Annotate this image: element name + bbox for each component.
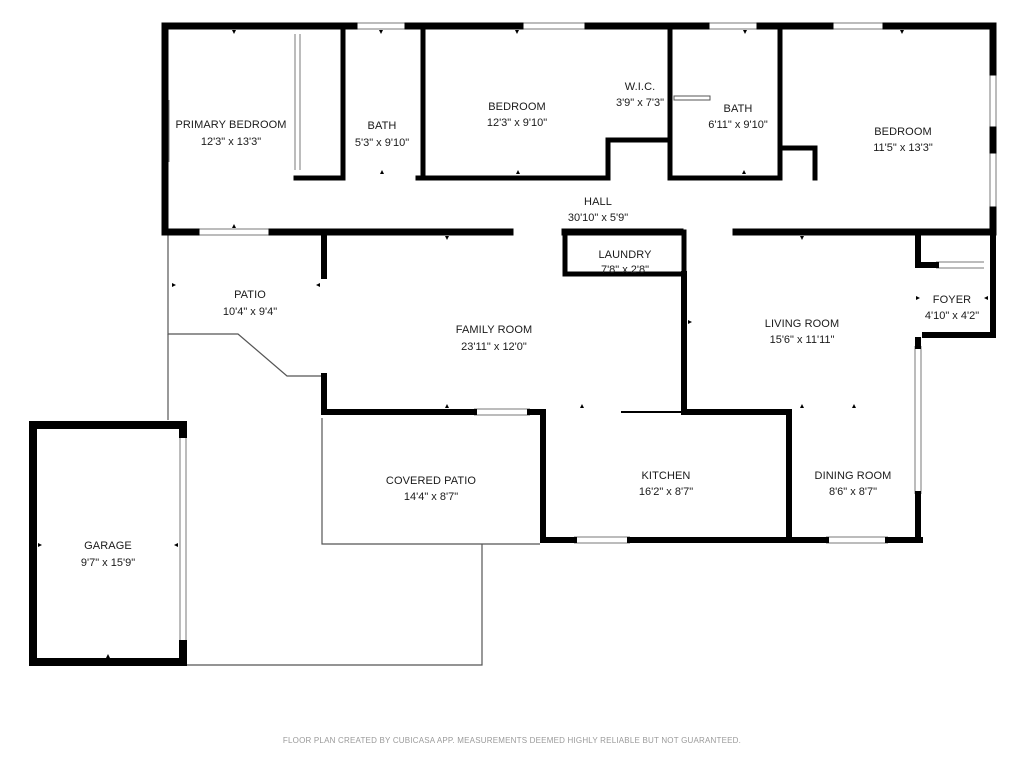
dims-garage: 9'7" x 15'9" [81,557,135,569]
dims-bedroom-1: 12'3" x 9'10" [487,117,547,129]
window-dining-bottom [826,536,888,544]
covered-patio-outline [321,418,540,545]
windows [162,22,997,640]
window-kitchen-bottom [574,536,630,544]
label-family-room: FAMILY ROOM [456,324,532,336]
window-primary-closet [294,34,301,170]
label-bedroom-2: BEDROOM [874,126,932,138]
window-dining-right [914,346,922,494]
label-bath-1: BATH [368,120,397,132]
dims-wic: 3'9" x 7'3" [616,97,664,109]
dims-patio: 10'4" x 9'4" [223,306,277,318]
dims-dining-room: 8'6" x 8'7" [829,486,877,498]
room-labels: PRIMARY BEDROOM 12'3" x 13'3" BATH 5'3" … [81,81,979,569]
window-foyer [936,261,984,269]
label-hall: HALL [584,196,612,208]
label-garage: GARAGE [84,540,132,552]
dims-family-room: 23'11" x 12'0" [461,341,527,353]
dims-kitchen: 16'2" x 8'7" [639,486,693,498]
window-bedroom2-right-a [989,72,997,130]
dims-covered-patio: 14'4" x 8'7" [404,491,458,503]
label-primary-bedroom: PRIMARY BEDROOM [175,119,286,131]
yard-outline [186,544,483,666]
label-wic: W.I.C. [625,81,656,93]
label-kitchen: KITCHEN [642,470,691,482]
thin-outlines [167,232,540,666]
window-bedroom2-right-b [989,150,997,210]
walls [29,22,997,666]
label-bath-2: BATH [724,103,753,115]
window-bedroom-top [520,22,588,30]
window-bedroom2-top [830,22,886,30]
window-bath2-top [706,22,760,30]
dims-foyer: 4'10" x 4'2" [925,310,979,322]
label-patio: PATIO [234,289,266,301]
label-bedroom-1: BEDROOM [488,101,546,113]
patio-outline [167,232,324,377]
label-dining-room: DINING ROOM [815,470,892,482]
dims-bedroom-2: 11'5" x 13'3" [873,142,933,154]
label-foyer: FOYER [933,294,971,306]
label-living-room: LIVING ROOM [765,318,839,330]
dims-bath-1: 5'3" x 9'10" [355,137,409,149]
window-patio-top [196,228,272,236]
dims-laundry: 7'8" x 2'8" [601,264,649,276]
dims-living-room: 15'6" x 11'11" [770,334,835,346]
label-covered-patio: COVERED PATIO [386,475,476,487]
dims-hall: 30'10" x 5'9" [568,212,628,224]
door-markers [38,30,988,658]
label-laundry: LAUNDRY [598,249,652,261]
dims-bath-2: 6'11" x 9'10" [708,119,768,131]
window-bath-top [354,22,408,30]
dims-primary-bedroom: 12'3" x 13'3" [201,136,261,148]
disclaimer-note: FLOOR PLAN CREATED BY CUBICASA APP. MEAS… [282,736,742,745]
window-covered-patio [474,408,530,416]
wic-shelf [673,95,711,101]
